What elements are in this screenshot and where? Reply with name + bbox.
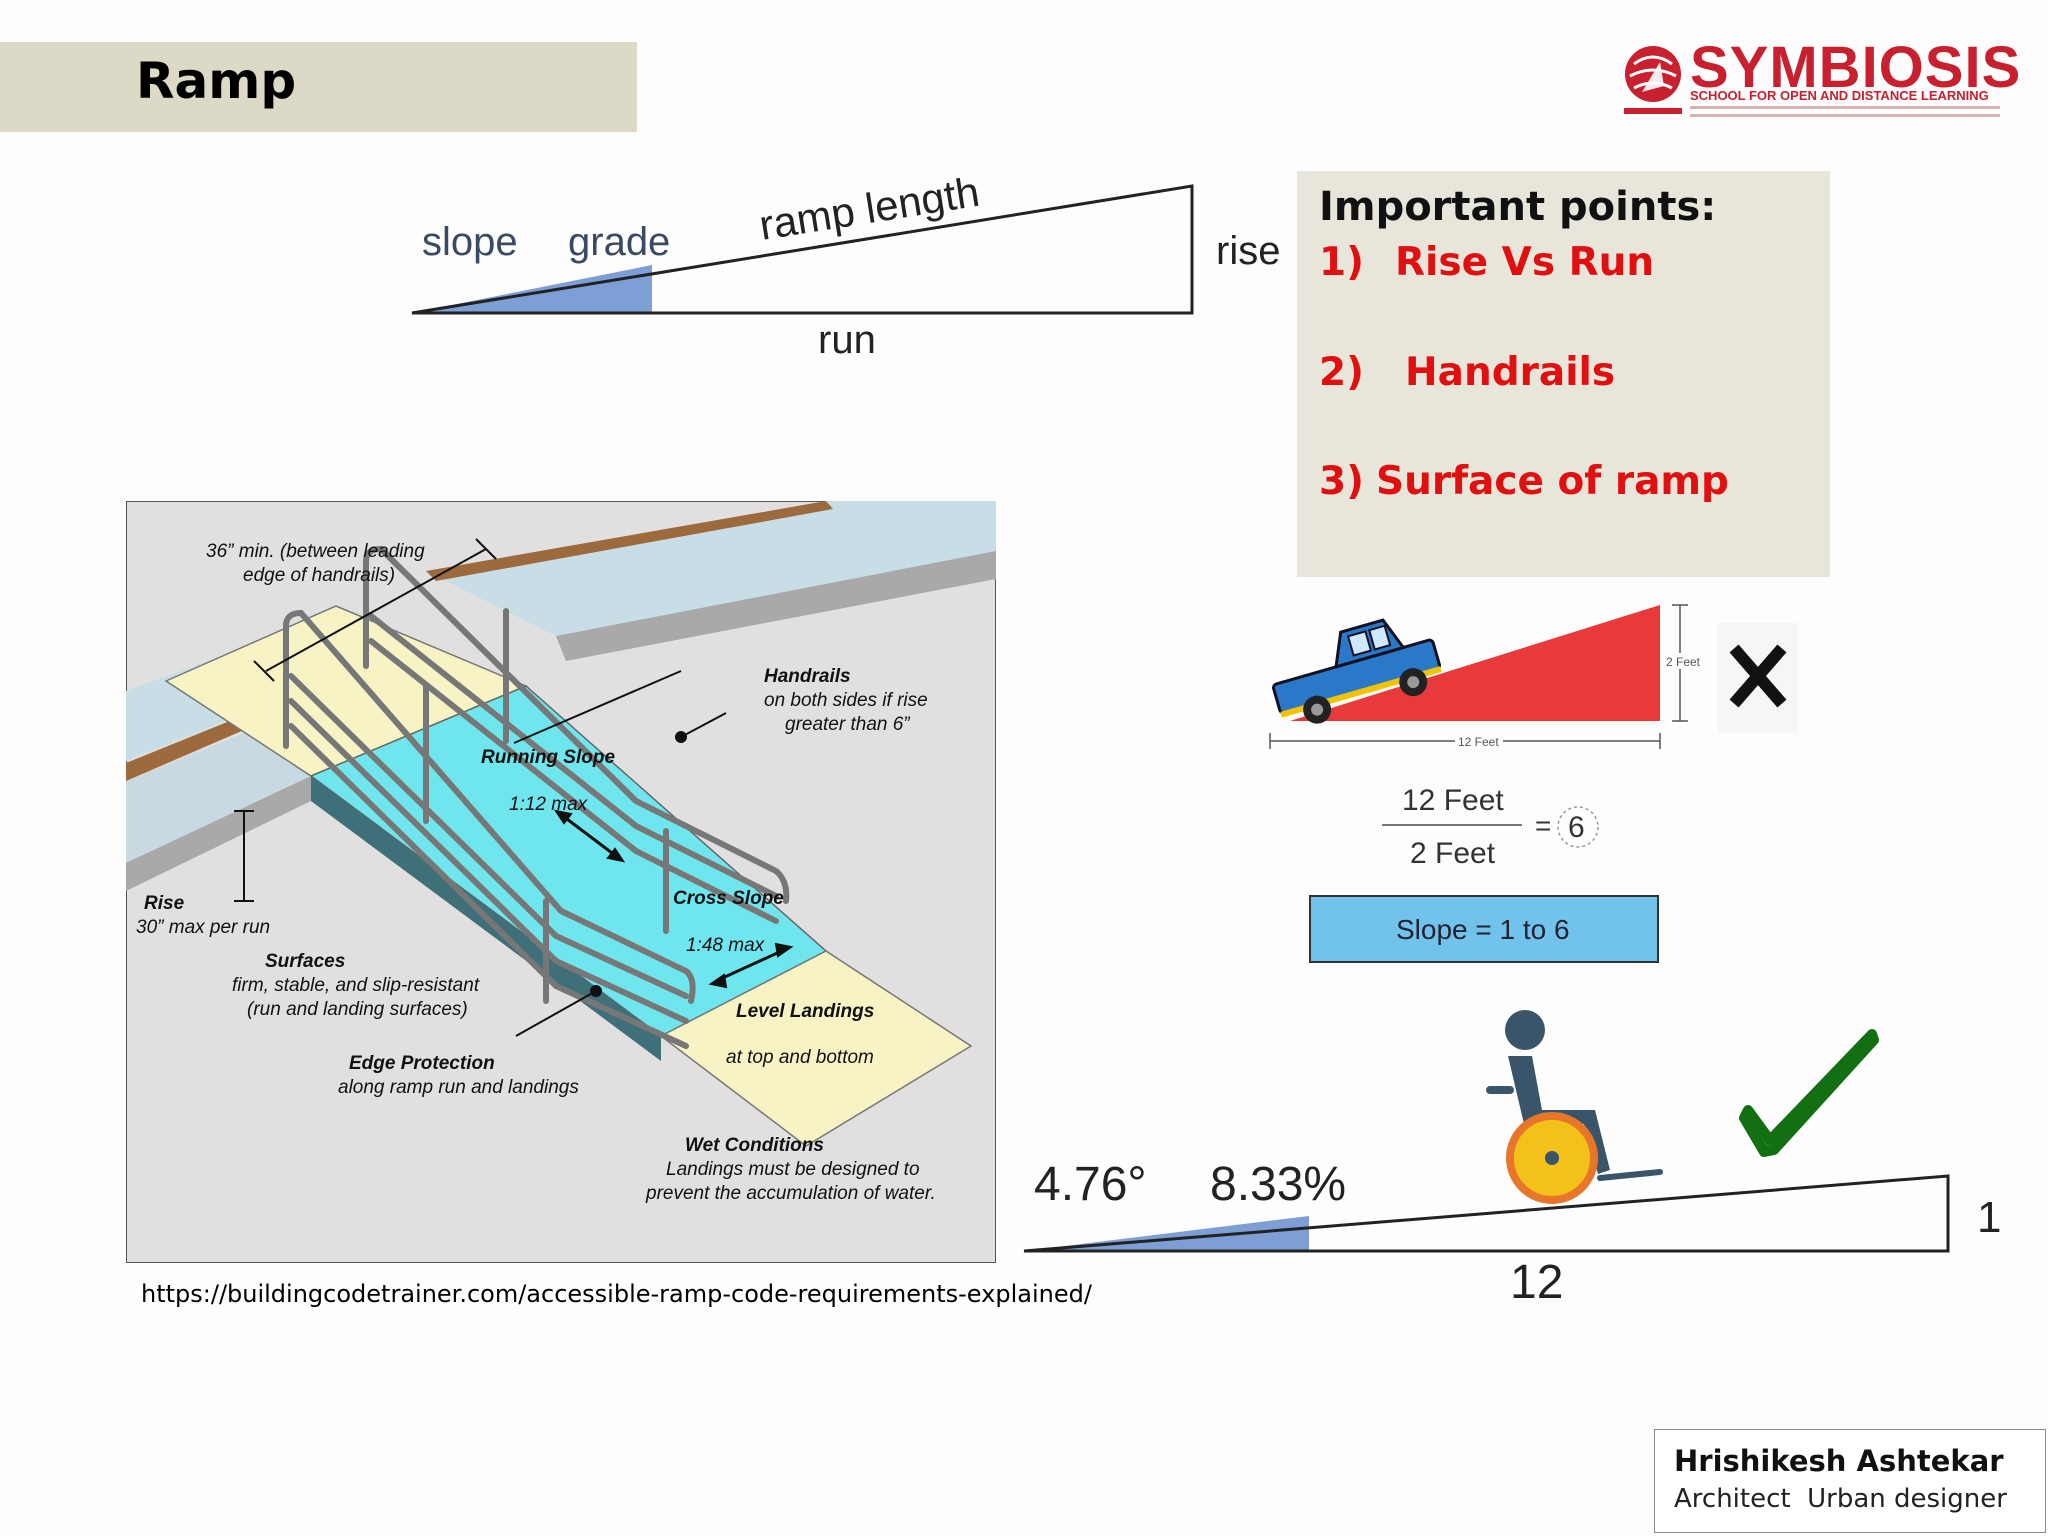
grade-label: grade [568, 220, 670, 264]
rise-title: Rise [144, 893, 185, 914]
running-slope-value: 1:12 max [509, 794, 589, 815]
handrails-title: Handrails [764, 666, 851, 687]
equals-sign: = [1535, 810, 1551, 841]
bottom-landing [659, 950, 973, 1147]
checkmark-icon [1739, 1029, 1879, 1157]
truck-length-label: 12 Feet [1458, 735, 1499, 749]
wheelchair-user-icon [1486, 1010, 1663, 1204]
point-3-text: Surface of ramp [1376, 459, 1729, 504]
accessible-ramp-illustration: 36” min. (between leading edge of handra… [126, 501, 996, 1263]
ramp-angle: 4.76° [1034, 1158, 1147, 1211]
page-title: Ramp [136, 52, 297, 110]
steep-ramp [1290, 605, 1660, 721]
symbiosis-logo: SYMBIOSIS SCHOOL FOR OPEN AND DISTANCE L… [1620, 35, 2020, 128]
ramp-percent: 8.33% [1210, 1158, 1346, 1211]
triangle-outline [411, 184, 1194, 315]
point-2-text: Handrails [1405, 350, 1616, 395]
rise-label: rise [1216, 229, 1280, 273]
ramp-length-label: ramp length [756, 168, 982, 249]
truck-height-label: 2 Feet [1666, 655, 1701, 669]
truck-icon [1272, 618, 1442, 724]
logo-wordmark: SYMBIOSIS [1690, 35, 2022, 100]
run-label: run [818, 318, 876, 362]
handrails [283, 545, 790, 1049]
result-circle [1557, 806, 1599, 848]
handrails-desc-line-1: on both sides if rise [764, 690, 928, 711]
handrail-spacing-line-1: 36” min. (between leading [206, 541, 425, 562]
surfaces-desc-line-2: (run and landing surfaces) [247, 999, 468, 1020]
slope-triangle-diagram: slope grade ramp length rise run [411, 168, 1280, 362]
point-1-text: Rise Vs Run [1395, 240, 1655, 285]
surfaces-title: Surfaces [265, 951, 345, 972]
logo-fine-print [1690, 114, 2000, 117]
truck-steep-ramp-example: 12 Feet 2 Feet 12 Feet 2 Feet = 6 Slope … [1269, 604, 1798, 963]
important-points-heading: Important points: [1319, 184, 1717, 230]
wet-conditions-desc-line-1: Landings must be designed to [666, 1159, 920, 1180]
edge-protection-desc: along ramp run and landings [338, 1077, 579, 1098]
point-2-number: 2) [1319, 350, 1364, 395]
handrails-desc-line-2: greater than 6” [785, 714, 911, 735]
title-bar [0, 42, 637, 132]
author-card: Hrishikesh Ashtekar Architect Urban desi… [1654, 1429, 2046, 1533]
ramp-triangle [1023, 1174, 1950, 1253]
level-landings-desc: at top and bottom [726, 1047, 874, 1068]
wet-conditions-title: Wet Conditions [685, 1135, 824, 1156]
fraction-numerator: 12 Feet [1402, 784, 1504, 817]
source-url[interactable]: https://buildingcodetrainer.com/accessib… [141, 1280, 1092, 1308]
author-role: Architect Urban designer [1674, 1484, 2007, 1514]
author-name: Hrishikesh Ashtekar [1674, 1444, 2004, 1478]
logo-fine-print [1690, 106, 2000, 109]
point-3-number: 3) [1319, 459, 1364, 504]
slope-result-text: Slope = 1 to 6 [1396, 914, 1570, 945]
symbiosis-emblem-icon [1624, 46, 1682, 114]
slope-result-box [1309, 895, 1659, 963]
wheelchair-ramp-example: 4.76° 8.33% 1 12 [1023, 1010, 2000, 1309]
ramp-angle-fill [1024, 1216, 1309, 1251]
cross-icon [1729, 644, 1787, 708]
running-slope-title: Running Slope [481, 747, 615, 768]
upper-walkway [426, 501, 996, 636]
important-points-panel [1297, 171, 1830, 577]
logo-subtitle: SCHOOL FOR OPEN AND DISTANCE LEARNING [1690, 88, 1989, 103]
handrail-spacing-line-2: edge of handrails) [243, 565, 395, 586]
ramp-run-value: 12 [1510, 1256, 1563, 1309]
rise-desc: 30” max per run [136, 917, 270, 938]
fraction-result: 6 [1568, 811, 1585, 844]
slope-label: slope [422, 220, 518, 264]
level-landings-title: Level Landings [736, 1001, 874, 1022]
slope-angle-fill [412, 265, 652, 313]
cross-slope-value: 1:48 max [686, 935, 766, 956]
ramp-rise-value: 1 [1977, 1193, 2000, 1242]
wet-conditions-desc-line-2: prevent the accumulation of water. [645, 1183, 936, 1204]
cross-slope-title: Cross Slope [673, 888, 784, 909]
fraction-denominator: 2 Feet [1410, 837, 1496, 870]
point-1-number: 1) [1319, 240, 1364, 285]
edge-protection-title: Edge Protection [349, 1053, 495, 1074]
surfaces-desc-line-1: firm, stable, and slip-resistant [232, 975, 480, 996]
